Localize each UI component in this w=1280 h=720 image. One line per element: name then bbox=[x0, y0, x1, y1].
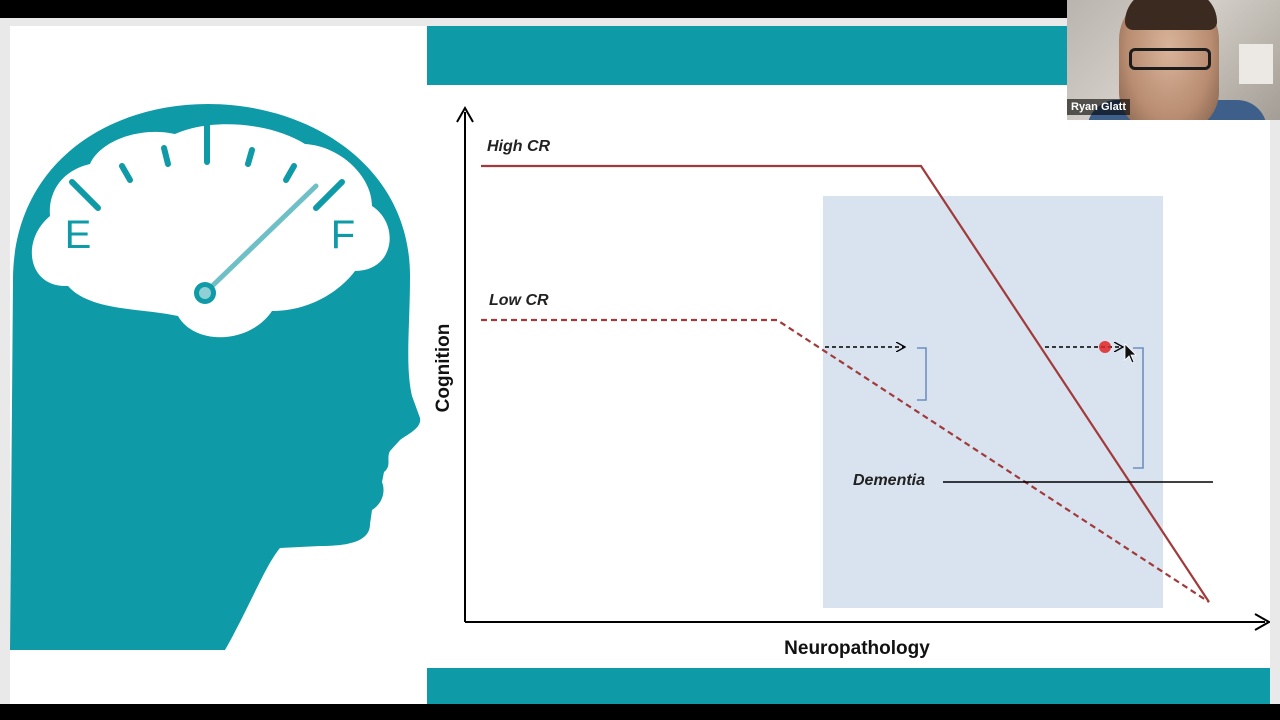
cognitive-reserve-diagram: High CR Low CR Dementia Neuropathology C… bbox=[433, 105, 1270, 659]
y-axis-label: Cognition bbox=[433, 324, 454, 413]
dementia-label: Dementia bbox=[853, 472, 925, 489]
left-bracket bbox=[917, 347, 927, 401]
low-cr-line bbox=[481, 318, 1210, 603]
mouse-cursor-icon bbox=[1124, 343, 1137, 364]
gauge-empty-label: E bbox=[65, 213, 92, 257]
x-axis-arrow bbox=[1254, 613, 1270, 631]
high-cr-label: High CR bbox=[487, 138, 551, 155]
background-window bbox=[1239, 44, 1273, 84]
slide-footer-band bbox=[427, 668, 1270, 704]
gauge-ticks bbox=[69, 120, 345, 211]
laser-pointer-dot bbox=[1099, 341, 1111, 353]
slide-logo-panel: E F bbox=[10, 26, 427, 704]
low-cr-label: Low CR bbox=[489, 292, 549, 309]
participant-hair bbox=[1125, 0, 1217, 30]
participant-glasses bbox=[1129, 48, 1211, 70]
brain-shape bbox=[31, 124, 390, 338]
shaded-region bbox=[823, 196, 1163, 608]
right-bracket bbox=[1133, 347, 1144, 469]
gauge-needle bbox=[203, 183, 319, 295]
slide-chart-panel: High CR Low CR Dementia Neuropathology C… bbox=[427, 26, 1270, 704]
participant-video-tile[interactable]: Ryan Glatt bbox=[1067, 0, 1280, 120]
head-gauge-logo: E F bbox=[10, 104, 421, 650]
high-cr-line bbox=[481, 164, 1210, 603]
y-axis-arrow bbox=[456, 105, 474, 123]
bottom-black-bar bbox=[0, 704, 1280, 720]
gauge-full-label: F bbox=[331, 213, 355, 257]
participant-name-tag: Ryan Glatt bbox=[1067, 99, 1131, 115]
top-black-bar bbox=[0, 0, 1280, 18]
x-axis-label: Neuropathology bbox=[784, 638, 930, 659]
